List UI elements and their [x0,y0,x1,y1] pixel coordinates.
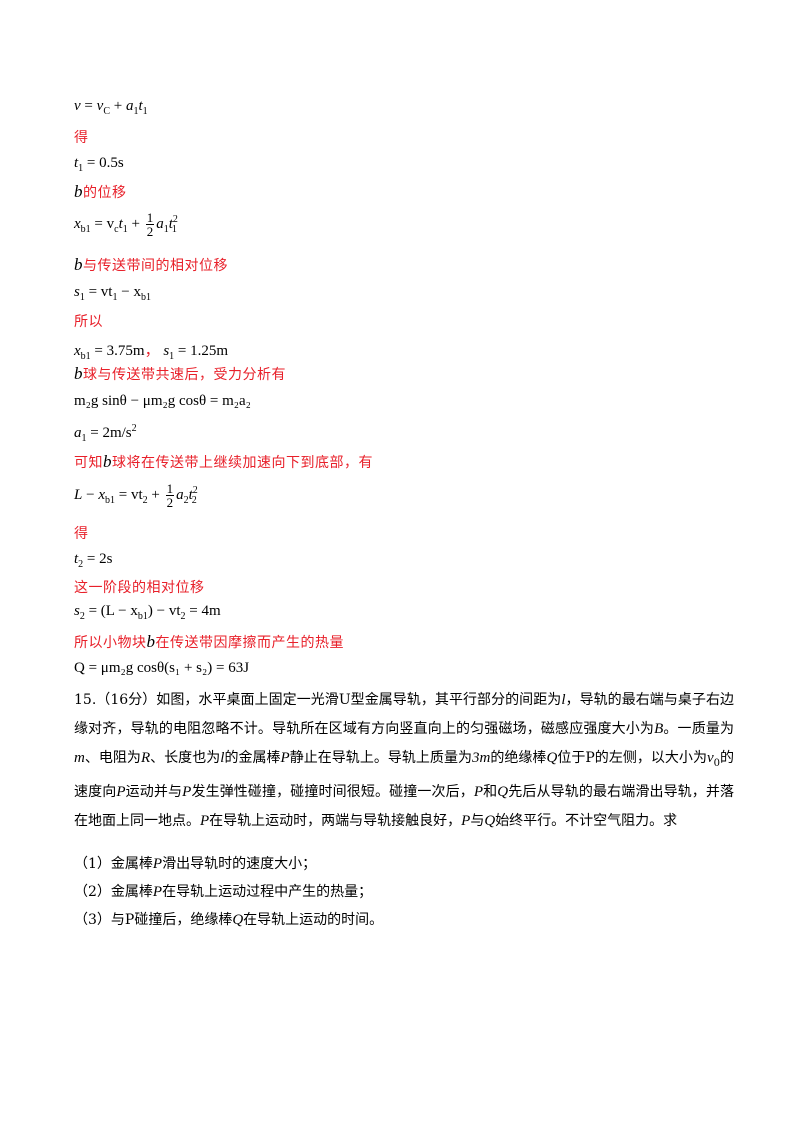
text-b-displacement: b的位移 [74,182,127,201]
question-2: （2）金属棒P在导轨上运动过程中产生的热量； [74,884,373,900]
text-suoyi-1: 所以 [74,314,103,330]
equation-a1: a1 = 2m/s2 [74,423,137,444]
equation-values: xb1 = 3.75m， s1 = 1.25m [74,343,229,362]
problem-15-body: 15.（16分）如图，水平桌面上固定一光滑U型金属导轨，其平行部分的间距为l，导… [74,692,735,829]
equation-Q: Q = μm₂g cosθ(s₁ + s₂) = 63J [74,660,250,676]
question-1: （1）金属棒P滑出导轨时的速度大小； [74,856,317,872]
equation-force: m₂g sinθ − μm₂g cosθ = m₂a₂ [74,393,251,409]
question-3: （3）与P碰撞后，绝缘棒Q在导轨上运动的时间。 [74,912,384,928]
equation-velocity: v = vC + a1t1 [74,98,148,117]
equation-t2: t2 = 2s [74,551,113,570]
text-heat: 所以小物块b在传送带因摩擦而产生的热量 [74,632,344,651]
equation-t1: t1 = 0.5s [74,155,124,174]
text-b-relative: b与传送带间的相对位移 [74,255,228,274]
problem-number: 15. [74,692,97,708]
text-de-2: 得 [74,526,89,542]
equation-s1: s1 = vt1 − xb1 [74,284,151,303]
equation-s2: s2 = (L − xb1) − vt2 = 4m [74,603,221,622]
text-de-1: 得 [74,130,89,146]
text-b-force: b球与传送带共速后，受力分析有 [74,364,286,383]
text-kezhi: 可知b球将在传送带上继续加速向下到底部，有 [74,452,373,471]
problem-score: （16分） [96,692,157,708]
text-stage: 这一阶段的相对位移 [74,580,205,596]
